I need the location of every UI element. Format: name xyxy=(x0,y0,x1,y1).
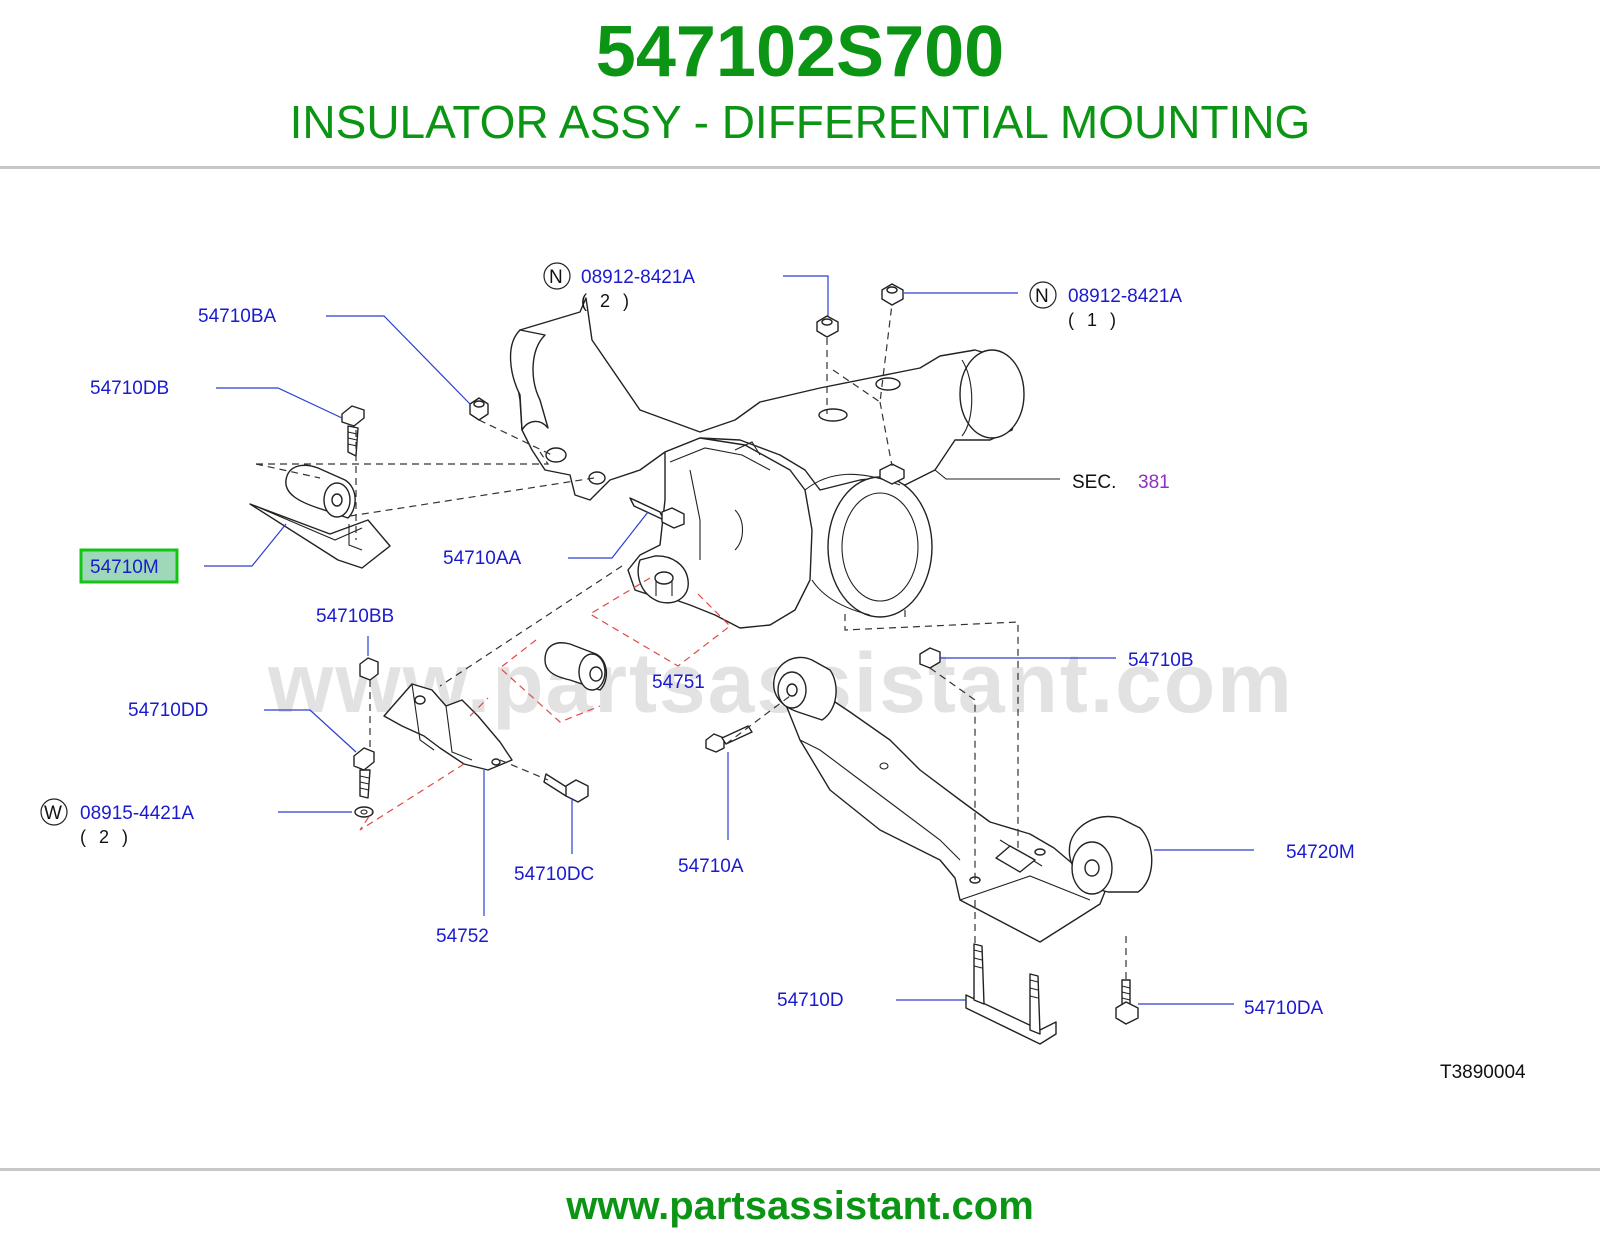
nut-08912-top-drawing xyxy=(816,283,905,485)
callout-code: 08912-8421A xyxy=(581,267,695,288)
member-54720m-drawing xyxy=(773,656,1153,943)
callout-54710a[interactable]: 54710A xyxy=(678,856,744,877)
callout-marker: N xyxy=(549,267,563,288)
washer-08915-drawing xyxy=(354,806,374,818)
callout-54710m[interactable]: 54710M xyxy=(90,557,159,578)
callout-54710dc[interactable]: 54710DC xyxy=(514,864,594,885)
footer-url[interactable]: www.partsassistant.com xyxy=(566,1184,1034,1228)
callout-section-ref[interactable]: SEC. 381 xyxy=(1072,472,1170,493)
callout-code: 08915-4421A xyxy=(80,803,194,824)
callout-code: 08912-8421A xyxy=(1068,286,1182,307)
part-title: INSULATOR ASSY - DIFFERENTIAL MOUNTING xyxy=(289,96,1311,148)
callout-54752[interactable]: 54752 xyxy=(436,926,489,947)
callout-marker: W xyxy=(44,803,62,824)
callout-54710da[interactable]: 54710DA xyxy=(1244,998,1324,1019)
part-number: 547102S700 xyxy=(595,12,1005,92)
callout-qty: ( 1 ) xyxy=(1068,310,1120,330)
nut-54710ba-hole xyxy=(473,400,485,408)
callout-nut-top-left[interactable]: N 08912-8421A ( 2 ) xyxy=(543,262,695,311)
callout-54710ba[interactable]: 54710BA xyxy=(198,306,277,327)
callout-54720m[interactable]: 54720M xyxy=(1286,842,1355,863)
bolt-54710db-drawing xyxy=(341,405,365,457)
diagram-code: T3890004 xyxy=(1440,1062,1526,1083)
bolt-54710da-drawing xyxy=(1115,979,1139,1025)
callout-54710bb[interactable]: 54710BB xyxy=(316,606,394,627)
section-number-link[interactable]: 381 xyxy=(1138,472,1170,493)
bolt-54710aa-drawing xyxy=(629,497,685,529)
differential-carrier-drawing xyxy=(509,297,1025,629)
bolt-54710dc-drawing xyxy=(543,773,589,803)
assembly-dash-lines xyxy=(255,303,1127,980)
footer-divider xyxy=(0,1168,1600,1171)
callout-54710d[interactable]: 54710D xyxy=(777,990,844,1011)
nut-54710bb-drawing xyxy=(359,657,379,681)
bolt-54710d-drawing xyxy=(965,943,1057,1045)
header: 547102S700 INSULATOR ASSY - DIFFERENTIAL… xyxy=(0,0,1600,168)
section-label: SEC. xyxy=(1072,472,1116,493)
header-divider xyxy=(0,166,1600,169)
callout-qty: ( 2 ) xyxy=(581,291,633,311)
callout-marker: N xyxy=(1035,286,1049,307)
bolt-54710dd-drawing xyxy=(353,747,375,799)
callout-washer[interactable]: W 08915-4421A ( 2 ) xyxy=(40,798,194,847)
callout-54710b[interactable]: 54710B xyxy=(1128,650,1194,671)
callout-54710aa[interactable]: 54710AA xyxy=(443,548,522,569)
callout-54710dd[interactable]: 54710DD xyxy=(128,700,208,721)
callout-qty: ( 2 ) xyxy=(80,827,132,847)
callout-54751[interactable]: 54751 xyxy=(652,672,705,693)
bolt-54710a-drawing xyxy=(705,725,753,753)
nut-54710b-drawing xyxy=(919,647,941,669)
insulator-54710m-drawing xyxy=(249,464,391,569)
callout-54710db[interactable]: 54710DB xyxy=(90,378,169,399)
leader-lines xyxy=(204,275,1254,1005)
selected-part-highlight xyxy=(79,548,179,584)
bracket-54752-drawing xyxy=(383,683,513,771)
callout-nut-top-right[interactable]: N 08912-8421A ( 1 ) xyxy=(1029,281,1182,330)
bush-54751-drawing xyxy=(544,642,607,691)
